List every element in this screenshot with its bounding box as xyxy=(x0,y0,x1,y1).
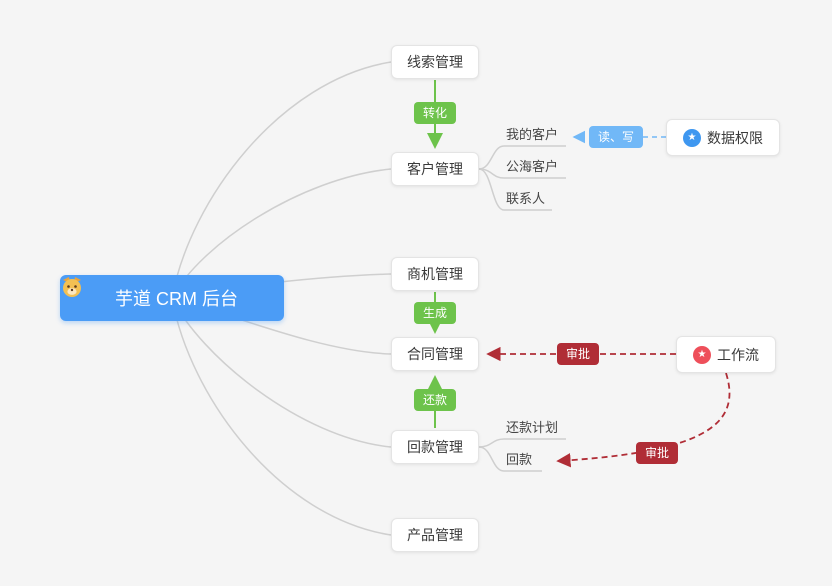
badge-generate: 生成 xyxy=(413,302,457,324)
label-repayment-plan: 还款计划 xyxy=(506,420,559,435)
badge-repay: 还款 xyxy=(413,389,457,411)
arrow-workflow-to-receivable xyxy=(556,372,731,468)
label-contact: 联系人 xyxy=(506,191,546,206)
child-connectors xyxy=(478,145,566,472)
label-my-customer: 我的客户 xyxy=(506,127,559,142)
workflow-label: 工作流 xyxy=(717,346,759,363)
star-icon: ★ xyxy=(693,345,711,364)
node-product-management: 产品管理 xyxy=(391,518,479,552)
node-receivable-management: 回款管理 xyxy=(391,430,479,464)
node-customer-management: 客户管理 xyxy=(391,152,479,186)
badge-read-write: 读、写 xyxy=(588,126,644,148)
label-receivable: 回款 xyxy=(506,452,533,467)
node-data-permission: ★ 数据权限 xyxy=(666,119,780,156)
star-glyph: ★ xyxy=(687,131,697,143)
badge-approve-contract: 审批 xyxy=(556,343,600,365)
node-clue-management: 线索管理 xyxy=(391,45,479,79)
data-permission-label: 数据权限 xyxy=(707,129,763,146)
label-public-customer: 公海客户 xyxy=(506,159,559,174)
node-contract-management: 合同管理 xyxy=(391,337,479,371)
star-icon: ★ xyxy=(683,128,701,147)
root-node-label: 芋道 CRM 后台 xyxy=(115,289,238,309)
badge-approve-receivable: 审批 xyxy=(635,442,679,464)
root-node: 芋道 CRM 后台 xyxy=(60,275,284,321)
node-workflow: ★ 工作流 xyxy=(676,336,776,373)
badge-transform: 转化 xyxy=(413,102,457,124)
node-business-management: 商机管理 xyxy=(391,257,479,291)
star-glyph: ★ xyxy=(697,348,707,360)
